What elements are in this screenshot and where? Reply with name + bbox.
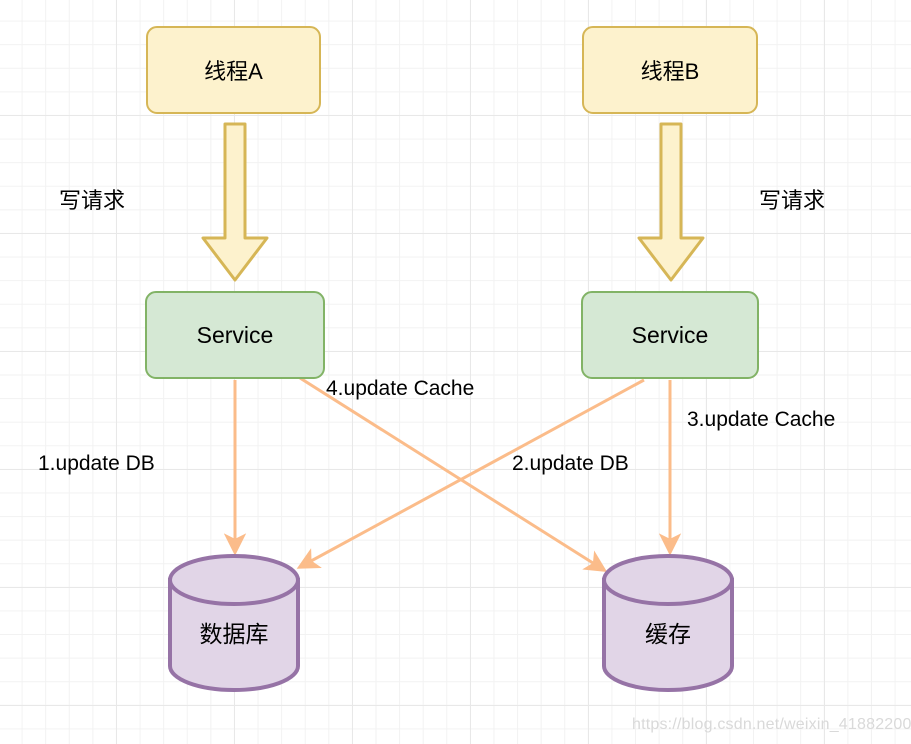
block-arrow-thread-b-to-service-b (635, 122, 707, 284)
node-thread-b-label: 线程B (640, 59, 700, 84)
node-thread-a-label: 线程A (204, 59, 263, 84)
block-arrow-thread-a-to-service-a (199, 122, 271, 284)
edge-label-write-request-a: 写请求 (59, 188, 126, 213)
node-database[interactable]: 数据库 (166, 553, 302, 693)
node-thread-a[interactable]: 线程A (146, 26, 321, 114)
watermark-text: https://blog.csdn.net/weixin_41882200 (632, 716, 911, 733)
node-service-a-label: Service (196, 321, 274, 348)
node-cache-label: 缓存 (645, 621, 691, 647)
edge-label-update-cache-4: 4.update Cache (326, 377, 475, 400)
edge-label-update-db-1: 1.update DB (38, 452, 155, 475)
node-thread-b[interactable]: 线程B (582, 26, 758, 114)
edge-label-update-db-2: 2.update DB (512, 452, 629, 475)
node-database-label: 数据库 (199, 621, 269, 647)
node-service-a[interactable]: Service (145, 291, 325, 379)
node-service-b-label: Service (631, 321, 709, 348)
node-service-b[interactable]: Service (581, 291, 759, 379)
edge-label-write-request-b: 写请求 (759, 188, 826, 213)
node-cache[interactable]: 缓存 (600, 553, 736, 693)
edge-label-update-cache-3: 3.update Cache (687, 408, 836, 431)
